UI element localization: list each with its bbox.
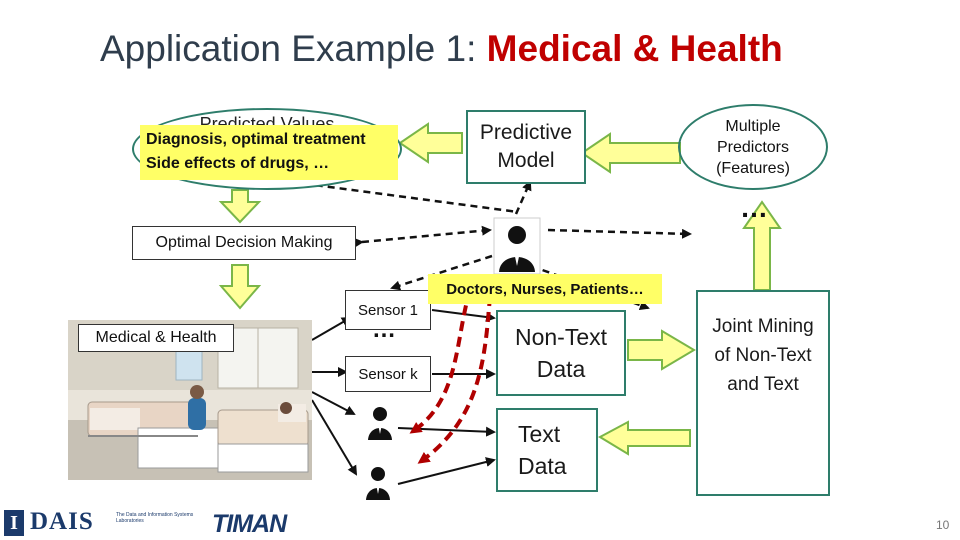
predicted-values-overlay: Diagnosis, optimal treatment Side effect… [140, 125, 398, 180]
dais-logo-subtitle: The Data and Information Systems Laborat… [116, 512, 194, 524]
medical-health-label: Medical & Health [95, 329, 217, 346]
title-prefix: Application Example 1: [100, 28, 487, 69]
red-dashed-curve-2 [417, 295, 492, 464]
non-text-data-line1: Non-Text [514, 324, 608, 350]
multiple-predictors-line2: Predictors [716, 138, 790, 156]
arrow-image-to-person2 [311, 391, 356, 415]
person-icon-3 [366, 467, 390, 500]
sensor-k-label: Sensor k [358, 365, 418, 383]
predicted-values-line1: Diagnosis, optimal treatment [146, 131, 366, 148]
slide-title: Application Example 1: Medical & Health [100, 28, 783, 70]
arrow-model-to-predicted [398, 122, 463, 164]
doctor-person-icon [493, 217, 541, 275]
arrow-predicted-to-decision [218, 189, 262, 224]
predictors-ellipsis: … [740, 192, 769, 223]
page-number: 10 [936, 518, 950, 532]
sensor-ellipsis: … [372, 316, 397, 343]
joint-mining-line3: and Text [727, 374, 799, 395]
joint-mining-line2: of Non-Text [714, 345, 812, 366]
dashed-decision-to-person [353, 225, 492, 248]
sensor-k-box: Sensor k [345, 356, 431, 392]
text-data-line2: Data [518, 453, 567, 479]
person-icon-2 [368, 407, 392, 440]
arrow-nontext-to-joint [627, 329, 696, 371]
timan-logo: TIMAN [212, 510, 287, 538]
dashed-person-to-model [514, 180, 532, 215]
predictive-model-line2: Model [497, 149, 555, 172]
dashed-predicted-to-model [291, 180, 519, 214]
multiple-predictors-line3: (Features) [716, 159, 790, 177]
doctors-nurses-patients-label: Doctors, Nurses, Patients… [428, 274, 662, 304]
sensor-1-box: Sensor 1 [345, 290, 431, 330]
dais-logo: I DAIS The Data and Information Systems … [4, 508, 204, 538]
text-data-box: Text Data [496, 408, 598, 492]
joint-mining-line1: Joint Mining [712, 316, 814, 337]
multiple-predictors-ellipse: Multiple Predictors (Features) [678, 104, 828, 190]
multiple-predictors-line1: Multiple [725, 117, 781, 135]
dais-logo-text: DAIS [30, 508, 94, 535]
arrow-text-to-joint [597, 420, 691, 456]
predicted-values-line2: Side effects of drugs, … [146, 155, 330, 172]
arrow-image-to-person3 [311, 399, 358, 476]
red-dashed-curve-1 [409, 289, 472, 434]
optimal-decision-label: Optimal Decision Making [155, 234, 333, 251]
optimal-decision-box: Optimal Decision Making [132, 226, 356, 260]
predictive-model-box: Predictive Model [466, 110, 586, 184]
non-text-data-line2: Data [536, 356, 586, 382]
arrow-decision-to-medical [218, 264, 262, 310]
dais-logo-mark: I [4, 510, 24, 536]
joint-mining-box: Joint Mining of Non-Text and Text [696, 290, 830, 496]
text-data-line1: Text [518, 421, 561, 447]
arrow-image-to-sensor1 [311, 316, 352, 341]
arrow-person3-to-text [397, 457, 496, 485]
dashed-person-to-sensor1 [390, 254, 493, 291]
non-text-data-box: Non-Text Data [496, 310, 626, 396]
arrow-joint-to-predictors [742, 200, 782, 291]
medical-health-label-box: Medical & Health [78, 324, 234, 352]
doctors-nurses-patients-text: Doctors, Nurses, Patients… [446, 280, 644, 298]
title-highlight: Medical & Health [486, 28, 783, 69]
sensor-1-label: Sensor 1 [357, 301, 419, 319]
predictive-model-line1: Predictive [479, 121, 573, 144]
